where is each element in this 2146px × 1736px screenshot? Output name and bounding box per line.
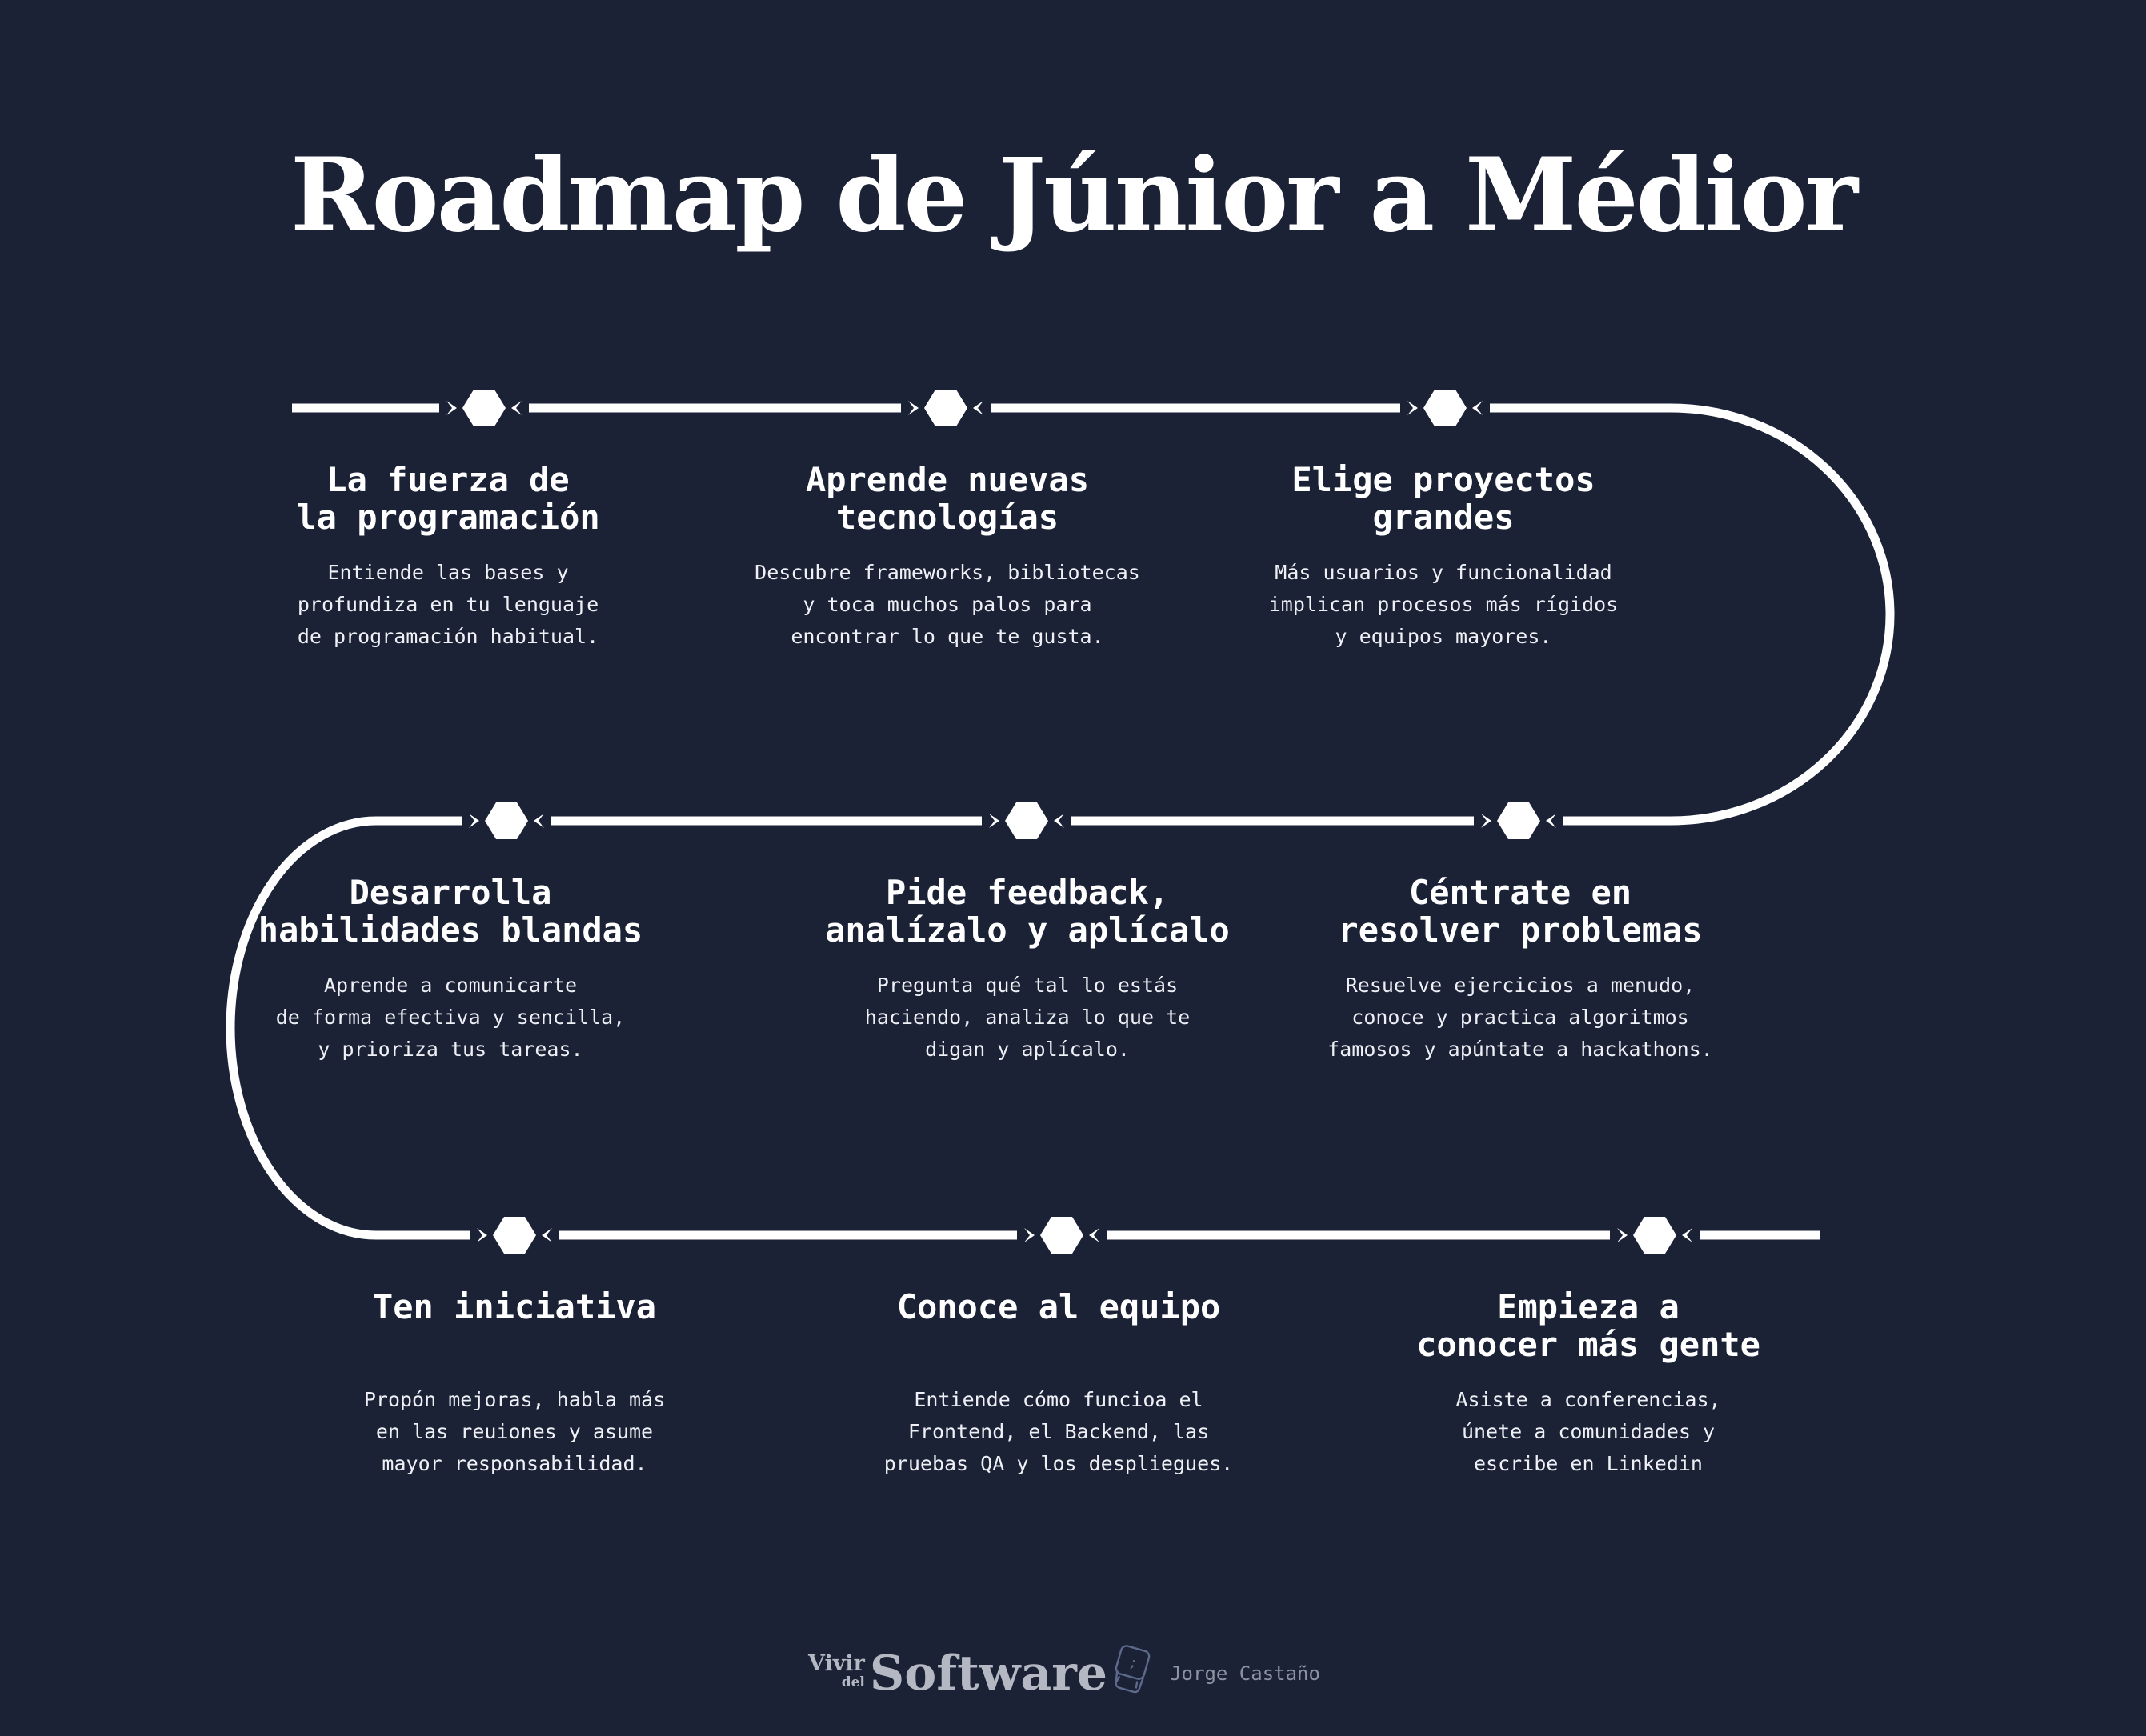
step-card-1: La fuerza de la programación Entiende la… — [192, 461, 704, 653]
line-tip — [973, 401, 983, 415]
footer-brand: Vivir del Software ; Jorge Castaño — [808, 1642, 1320, 1698]
line-tip — [1089, 1228, 1099, 1242]
line-tip — [908, 401, 919, 415]
footer-author: Jorge Castaño — [1170, 1662, 1320, 1685]
step-description: Aprende a comunicarte de forma efectiva … — [275, 974, 626, 1061]
line-tip — [542, 1228, 552, 1242]
step-description: Resuelve ejercicios a menudo, conoce y p… — [1327, 974, 1713, 1061]
hexagon-marker — [1005, 802, 1048, 839]
step-description: Descubre frameworks, bibliotecas y toca … — [755, 561, 1140, 648]
line-tip — [1481, 814, 1491, 828]
step-description: Asiste a conferencias, únete a comunidad… — [1455, 1388, 1721, 1475]
hexagon-marker — [1423, 390, 1467, 426]
step-title: Conoce al equipo — [896, 1287, 1221, 1326]
keycap-char: ; — [1127, 1654, 1139, 1672]
step-card-3: Elige proyectos grandes Más usuarios y f… — [1187, 461, 1700, 653]
step-card-8: Conoce al equipo Entiende cómo funcioa e… — [803, 1288, 1315, 1480]
line-tip — [511, 401, 522, 415]
logo-del-text: del — [841, 1674, 865, 1690]
hexagon-marker — [1633, 1217, 1676, 1254]
logo-vivir-del: Vivir del — [808, 1653, 865, 1690]
step-title: Ten iniciativa — [372, 1287, 656, 1326]
hexagon-marker — [485, 802, 528, 839]
step-card-2: Aprende nuevas tecnologías Descubre fram… — [691, 461, 1203, 653]
step-card-7: Ten iniciativa Propón mejoras, habla más… — [258, 1288, 771, 1480]
line-tip — [1054, 814, 1064, 828]
roadmap-path — [226, 403, 1895, 1240]
line-tip — [477, 1228, 487, 1242]
line-tip — [1617, 1228, 1628, 1242]
line-tip — [1546, 814, 1556, 828]
hexagon-marker-group-2 — [462, 802, 1563, 839]
logo-vivir-text: Vivir — [808, 1651, 865, 1676]
line-tip — [446, 401, 457, 415]
line-tip — [469, 814, 479, 828]
step-title: Pide feedback, analízalo y aplícalo — [825, 873, 1230, 950]
hexagon-marker — [924, 390, 967, 426]
line-tip — [1682, 1228, 1692, 1242]
keycap-icon: ; — [1115, 1645, 1151, 1694]
hexagon-marker — [493, 1217, 536, 1254]
step-title: Céntrate en resolver problemas — [1338, 873, 1703, 950]
step-card-6: Céntrate en resolver problemas Resuelve … — [1248, 874, 1792, 1066]
logo-software-text: Software — [869, 1646, 1108, 1702]
step-description: Pregunta qué tal lo estás haciendo, anal… — [864, 974, 1191, 1061]
step-card-9: Empieza a conocer más gente Asiste a con… — [1332, 1288, 1844, 1480]
line-tip — [1024, 1228, 1035, 1242]
page-title: Roadmap de Júnior a Médior — [290, 136, 1858, 255]
hexagon-marker-group-1 — [439, 390, 1490, 426]
hexagon-marker-group-3 — [470, 1217, 1700, 1254]
step-title: Elige proyectos grandes — [1291, 460, 1595, 537]
step-description: Propón mejoras, habla más en las reuione… — [363, 1388, 666, 1475]
hexagon-marker — [462, 390, 506, 426]
step-title: Aprende nuevas tecnologías — [805, 460, 1089, 537]
step-description: Entiende cómo funcioa el Frontend, el Ba… — [883, 1388, 1234, 1475]
hexagon-marker — [1040, 1217, 1083, 1254]
step-card-4: Desarrolla habilidades blandas Aprende a… — [186, 874, 715, 1066]
step-description: Más usuarios y funcionalidad implican pr… — [1268, 561, 1619, 648]
hexagon-marker — [1497, 802, 1540, 839]
line-tip — [534, 814, 544, 828]
step-card-5: Pide feedback, analízalo y aplícalo Preg… — [763, 874, 1291, 1066]
step-title: Desarrolla habilidades blandas — [258, 873, 643, 950]
line-tip — [989, 814, 999, 828]
step-description: Entiende las bases y profundiza en tu le… — [297, 561, 599, 648]
step-title: La fuerza de la programación — [296, 460, 600, 537]
step-title: Empieza a conocer más gente — [1416, 1287, 1760, 1364]
line-tip — [1407, 401, 1418, 415]
line-tip — [1472, 401, 1483, 415]
